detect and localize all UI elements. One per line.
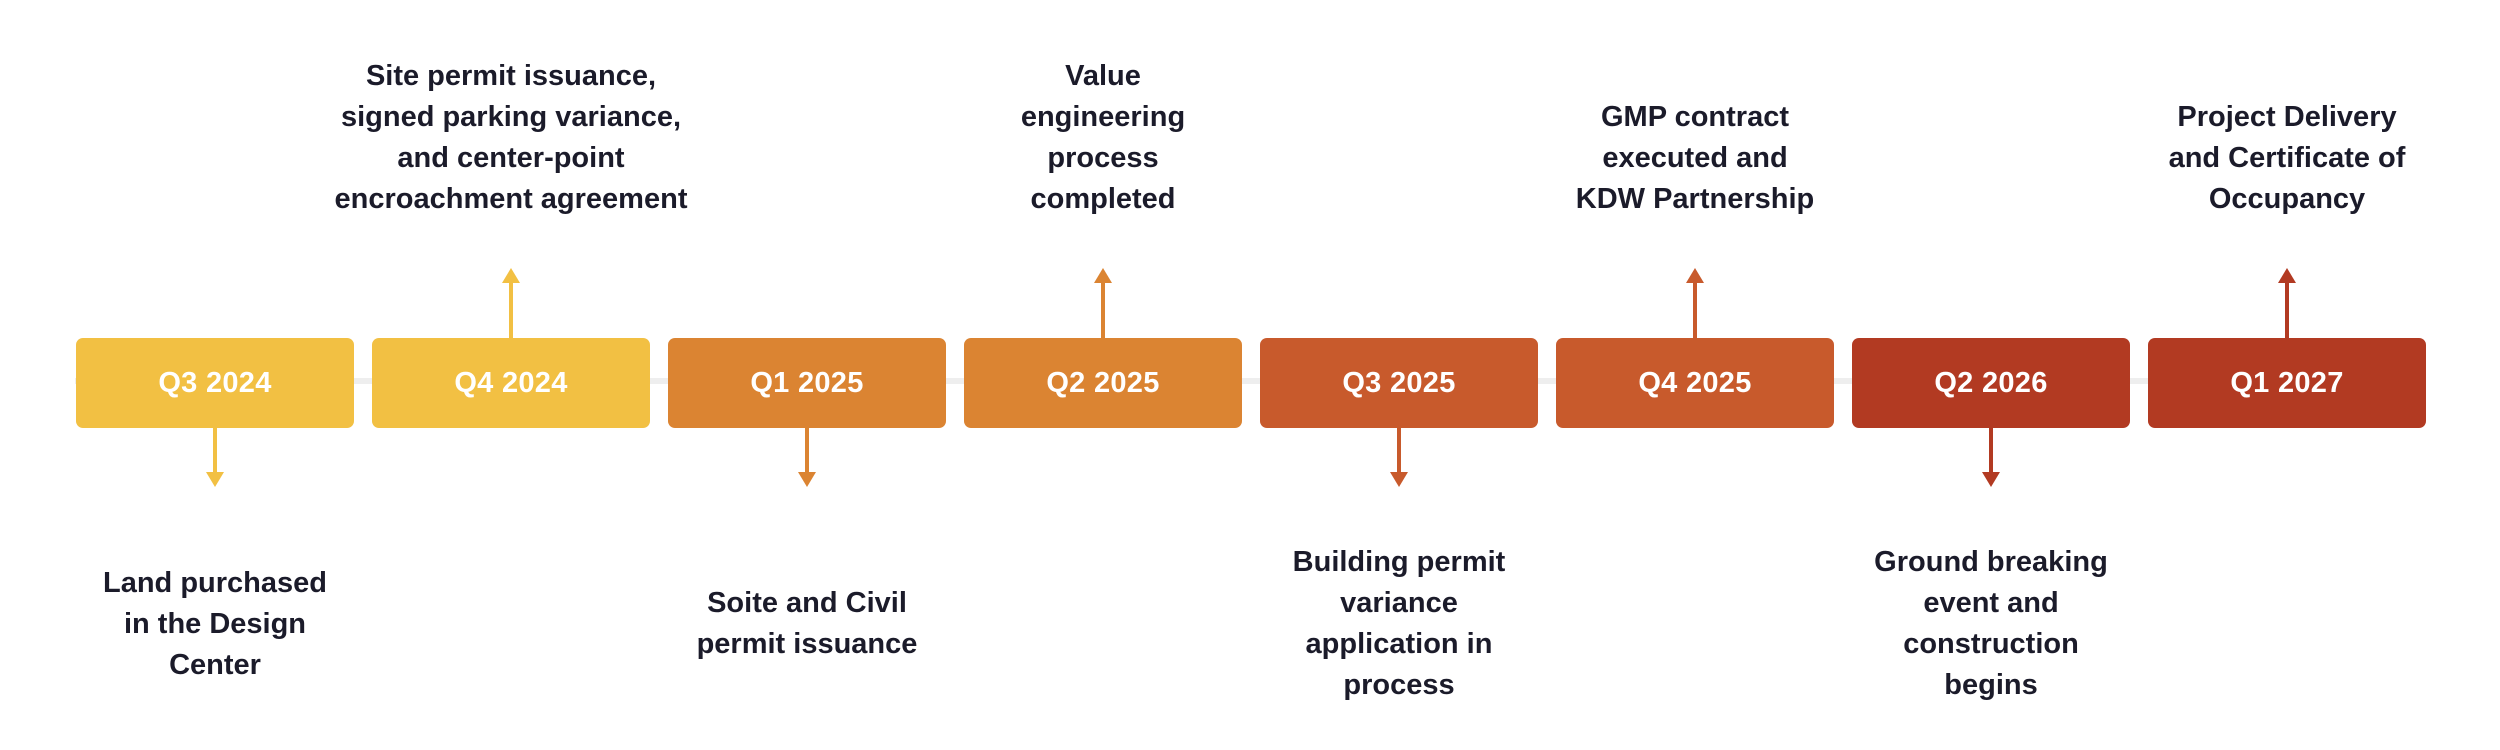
milestone-description: Soite and Civil permit issuance [587,583,1027,665]
arrow-up-icon [1686,268,1704,283]
milestone-description-line: Building permit [1292,546,1506,578]
milestone-description-line: Occupancy [2208,183,2366,215]
milestone-description-line: signed parking variance, [340,101,682,133]
milestone-connector [213,428,217,472]
milestone-description-line: begins [1944,669,2038,701]
milestone-description-line: Value [1065,60,1141,92]
milestone-description-line: event and [1923,587,2059,619]
milestone-description-line: Ground breaking [1874,546,2108,578]
milestone-box-q4-2024: Q4 2024 [372,338,650,428]
milestone-description-line: process [1047,142,1159,174]
arrow-up-icon [502,268,520,283]
milestone-connector [1397,428,1401,472]
milestone-description-line: permit issuance [696,628,918,660]
milestone-connector [509,282,513,338]
milestone-connector [1989,428,1993,472]
milestone-connector [2285,282,2289,338]
milestone-box-q3-2025: Q3 2025 [1260,338,1538,428]
milestone-description-line: GMP contract [1600,101,1789,133]
milestone-box-q1-2027: Q1 2027 [2148,338,2426,428]
milestone-description-line: Soite and Civil [707,587,907,619]
milestone-box-q1-2025: Q1 2025 [668,338,946,428]
arrow-down-icon [1390,472,1408,487]
milestone-description-line: and Certificate of [2168,142,2406,174]
arrow-down-icon [206,472,224,487]
milestone-description-line: Center [169,648,261,681]
milestone-connector [1693,282,1697,338]
milestone-box-q4-2025: Q4 2025 [1556,338,1834,428]
milestone-description: Site permit issuance, signed parking vari… [291,56,731,220]
milestone-description-line: in the Design [123,607,307,640]
milestone-description-line: and center-point [397,142,625,174]
milestone-description-line: application in [1305,628,1493,660]
milestone-description-line: Site permit issuance, [365,60,657,92]
milestone-connector [1101,282,1105,338]
arrow-up-icon [2278,268,2296,283]
milestone-description: Building permit variance application in pro… [1179,542,1619,706]
milestone-box-q2-2026: Q2 2026 [1852,338,2130,428]
milestone-description-line: engineering [1020,101,1186,133]
milestone-description: Value engineering process completed [883,56,1323,220]
arrow-down-icon [798,472,816,487]
milestone-connector [805,428,809,472]
milestone-description-line: Land purchased [103,566,327,599]
milestone-description-line: variance [1340,587,1458,619]
arrow-down-icon [1982,472,2000,487]
milestone-description-line: process [1343,669,1455,701]
milestone-description-line: completed [1030,183,1176,215]
milestone-description-line: Project Delivery [2177,101,2397,133]
milestone-description-line: KDW Partnership [1575,183,1815,215]
milestone-description: Project Delivery and Certificate of Occupa… [2067,97,2500,220]
milestone-box-q3-2024: Q3 2024 [76,338,354,428]
milestone-description-line: construction [1903,628,2079,660]
milestone-description: Ground breaking event and construction begi… [1771,542,2211,706]
milestone-description-line: executed and [1602,142,1788,174]
milestone-box-q2-2025: Q2 2025 [964,338,1242,428]
timeline-baseline [75,378,2425,384]
arrow-up-icon [1094,268,1112,283]
milestone-description-line: encroachment agreement [334,183,688,215]
